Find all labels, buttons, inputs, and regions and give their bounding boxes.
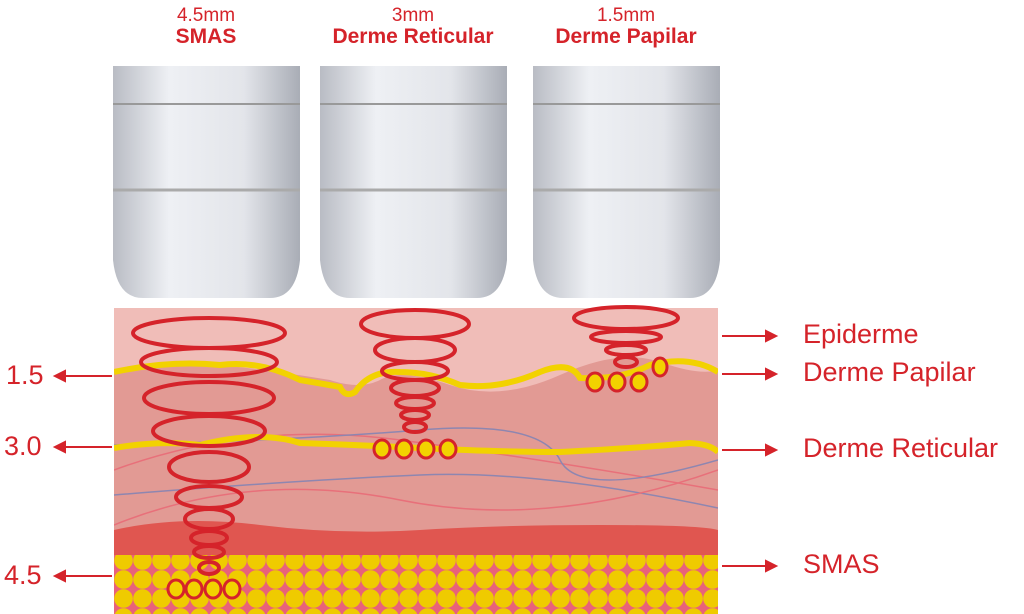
handpiece-label-3: 1.5mm Derme Papilar xyxy=(516,6,736,48)
handpieces xyxy=(113,66,720,298)
handpiece-label-2: 3mm Derme Reticular xyxy=(303,6,523,48)
handpiece-2 xyxy=(320,66,507,298)
depth-label: 3mm xyxy=(391,5,435,26)
depth-label: 4.5mm xyxy=(176,5,236,26)
handpiece-label-1: 4.5mm SMAS xyxy=(106,6,306,48)
handpiece-3 xyxy=(533,66,720,298)
layer-label-derme-papilar: Derme Papilar xyxy=(803,357,976,387)
target-label: Derme Reticular xyxy=(332,24,494,48)
handpiece-1 xyxy=(113,66,300,298)
target-label: Derme Papilar xyxy=(555,24,697,48)
layer-label-epiderme: Epiderme xyxy=(803,319,919,349)
depth-marker-4-5: 4.5 xyxy=(4,560,42,590)
depth-marker-1-5: 1.5 xyxy=(6,360,44,390)
depth-label: 1.5mm xyxy=(596,5,656,26)
layer-label-derme-reticular: Derme Reticular xyxy=(803,433,999,463)
depth-marker-3-0: 3.0 xyxy=(4,431,42,461)
focal-rings xyxy=(131,305,680,576)
focal-points xyxy=(166,356,669,600)
layer-label-smas: SMAS xyxy=(803,549,880,579)
arrows xyxy=(52,329,779,583)
target-label: SMAS xyxy=(175,24,237,48)
